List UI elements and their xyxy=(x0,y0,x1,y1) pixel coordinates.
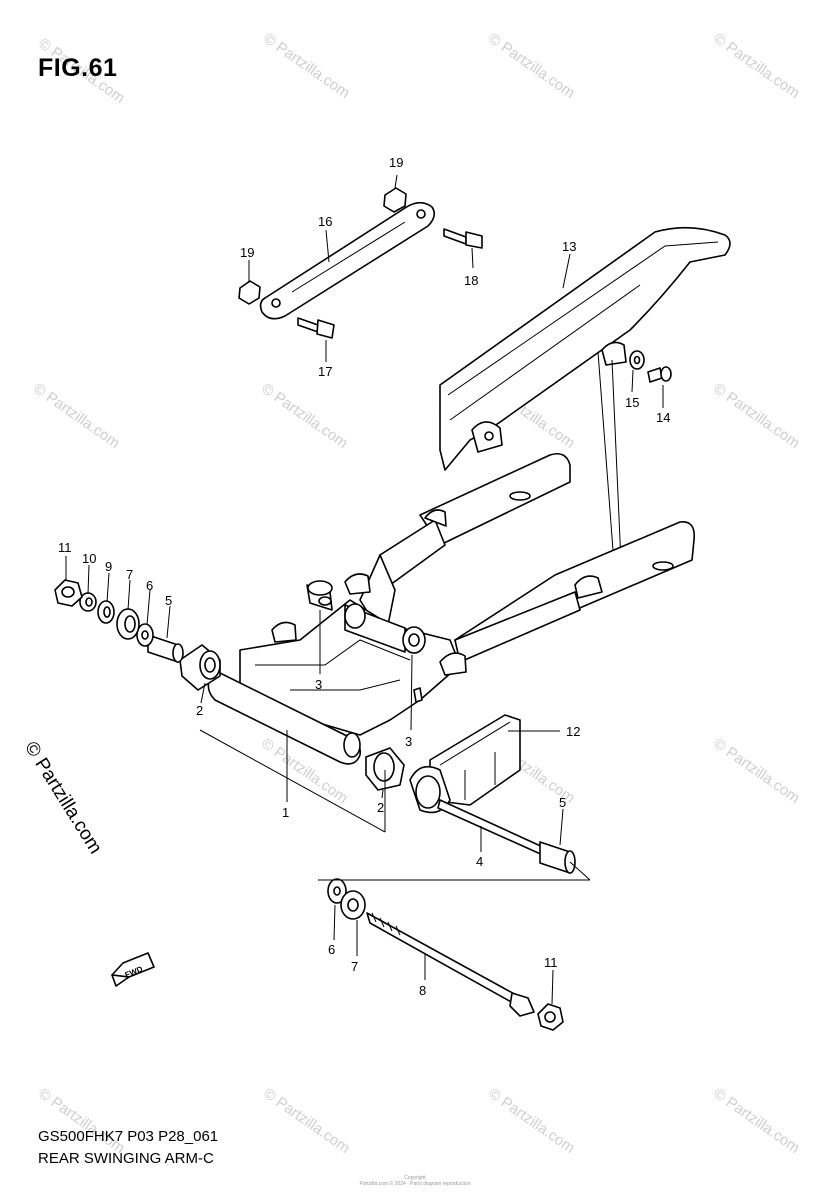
part-17-bolt xyxy=(297,317,335,339)
part-11-nut-left xyxy=(54,579,83,607)
callout-3: 3 xyxy=(405,734,412,749)
part-15-washer xyxy=(629,350,645,370)
part-14-screw xyxy=(647,366,672,383)
callout-16: 16 xyxy=(318,214,332,229)
callout-5: 5 xyxy=(559,795,566,810)
callout-10: 10 xyxy=(82,551,96,566)
callout-2: 2 xyxy=(196,703,203,718)
callout-12: 12 xyxy=(566,724,580,739)
part-19-nut-top xyxy=(383,187,407,213)
callout-1: 1 xyxy=(282,805,289,820)
callout-6: 6 xyxy=(146,578,153,593)
part-1-swing-arm xyxy=(207,452,696,765)
part-10-collar-left xyxy=(79,592,97,612)
callout-9: 9 xyxy=(105,559,112,574)
part-6-washer-bottom xyxy=(327,878,347,904)
callout-11: 11 xyxy=(544,955,558,970)
fine-print-line: Partzilla.com © 2024 · Parts diagram rep… xyxy=(359,1181,471,1187)
part-2-bushing-right xyxy=(365,747,405,791)
part-13-chain-guard xyxy=(439,226,731,471)
part-19-nut-left xyxy=(238,280,261,305)
part-4-pivot-shaft xyxy=(437,799,546,857)
callout-18: 18 xyxy=(464,273,478,288)
part-5-collar-right xyxy=(539,841,576,874)
callout-15: 15 xyxy=(625,395,639,410)
part-3-bushing-upper xyxy=(306,580,333,611)
fine-print-line: Copyright xyxy=(404,1175,426,1181)
part-12-chain-buffer xyxy=(409,714,521,814)
figure-name: REAR SWINGING ARM-C xyxy=(38,1150,214,1167)
part-7-seal-left xyxy=(116,608,140,640)
callout-17: 17 xyxy=(318,364,332,379)
callout-14: 14 xyxy=(656,410,670,425)
callout-7: 7 xyxy=(126,567,133,582)
callout-19: 19 xyxy=(389,155,403,170)
figure-code: GS500FHK7 P03 P28_061 xyxy=(38,1128,219,1145)
part-5-collar-left xyxy=(147,634,184,663)
part-9-washer-left xyxy=(97,600,115,624)
figure-title: FIG.61 xyxy=(38,54,118,82)
callout-13: 13 xyxy=(562,239,576,254)
callout-3: 3 xyxy=(315,677,322,692)
callout-7: 7 xyxy=(351,959,358,974)
callout-11: 11 xyxy=(58,540,72,555)
callout-8: 8 xyxy=(419,983,426,998)
callout-19: 19 xyxy=(240,245,254,260)
fine-print: Copyright Partzilla.com © 2024 · Parts d… xyxy=(300,1175,530,1187)
callout-5: 5 xyxy=(165,593,172,608)
part-8-pivot-bolt xyxy=(366,912,535,1017)
callout-4: 4 xyxy=(476,854,483,869)
part-2-bushing-left xyxy=(179,644,221,691)
part-11-nut-bottom xyxy=(537,1003,564,1031)
part-18-bolt xyxy=(443,228,483,249)
callout-2: 2 xyxy=(377,800,384,815)
callout-6: 6 xyxy=(328,942,335,957)
part-7-seal-bottom xyxy=(340,890,366,920)
fwd-direction-arrow: FWD xyxy=(111,952,155,987)
part-6-washer-left xyxy=(136,623,154,647)
part-16-torque-link xyxy=(259,201,436,320)
